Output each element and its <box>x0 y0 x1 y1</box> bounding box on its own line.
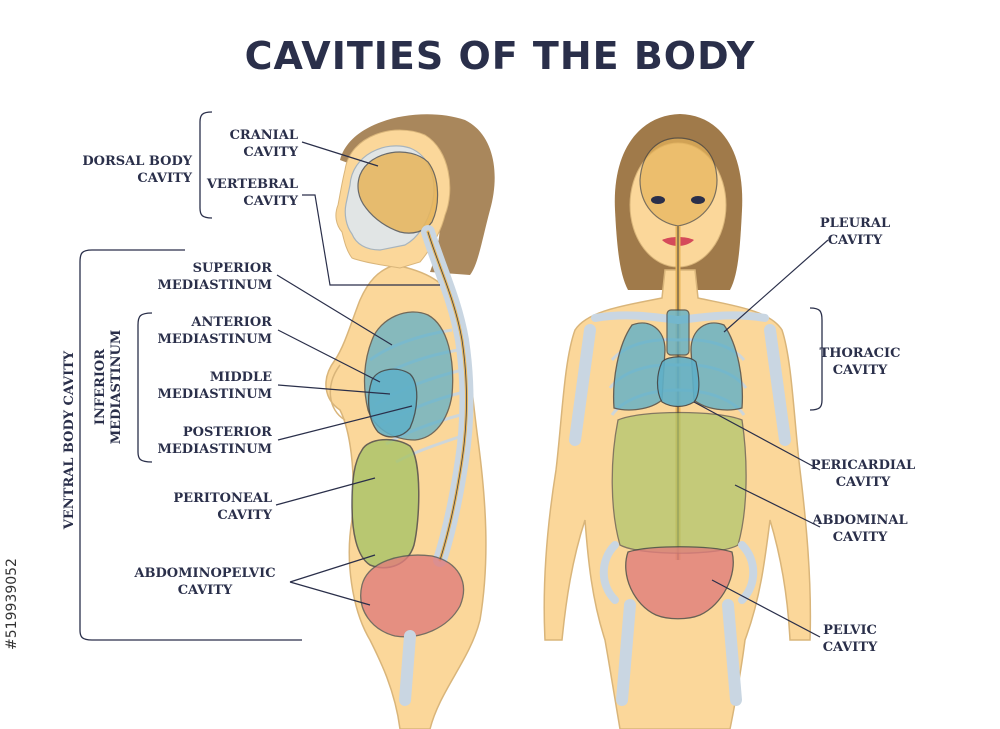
front-eye-left <box>651 196 665 204</box>
side-leg-bone <box>399 630 416 706</box>
label-pericardial-cavity: PERICARDIAL CAVITY <box>810 458 916 490</box>
front-lung-left <box>612 322 666 411</box>
label-cranial-cavity: CRANIAL CAVITY <box>229 128 298 160</box>
front-heart <box>656 356 700 408</box>
label-superior-mediastinum: SUPERIOR MEDIASTINUM <box>157 261 273 293</box>
side-heart <box>367 368 418 438</box>
front-femur-right <box>722 599 742 706</box>
leader-superior <box>276 274 393 346</box>
brackets <box>79 111 823 641</box>
dorsal-bracket <box>199 111 213 219</box>
label-vertebral-cavity: VERTEBRAL CAVITY <box>206 177 298 209</box>
leader-abdominopelvic-2 <box>289 581 371 606</box>
leader-cranial <box>301 141 379 167</box>
label-pelvic-cavity: PELVIC CAVITY <box>822 623 878 655</box>
leader-pleural <box>723 239 829 333</box>
leader-abdominal <box>734 484 821 528</box>
ventral-bracket <box>79 249 302 641</box>
front-arm-bone-right <box>764 324 791 446</box>
leader-vertebral <box>302 194 440 286</box>
label-anterior-mediastinum: ANTERIOR MEDIASTINUM <box>157 315 273 347</box>
leader-peritoneal <box>275 477 376 506</box>
front-eye-right <box>691 196 705 204</box>
side-pelvic-cavity <box>360 554 465 638</box>
stock-id: #519939052 <box>4 558 20 650</box>
front-abdominal-cavity <box>611 411 747 554</box>
label-peritoneal-cavity: PERITONEAL CAVITY <box>173 491 272 523</box>
label-pleural-cavity: PLEURAL CAVITY <box>819 216 891 248</box>
label-dorsal-body-cavity: DORSAL BODY CAVITY <box>82 154 192 186</box>
front-figure <box>543 114 812 729</box>
front-pelvis-bone <box>599 541 758 604</box>
side-peritoneal-cavity <box>351 438 420 569</box>
label-posterior-mediastinum: POSTERIOR MEDIASTINUM <box>157 425 273 457</box>
leader-abdominopelvic-1 <box>289 554 376 583</box>
leader-pelvic <box>711 579 821 638</box>
inferior-bracket <box>137 312 153 463</box>
leader-lines <box>275 141 829 638</box>
page-title: CAVITIES OF THE BODY <box>244 34 756 78</box>
front-femur-left <box>616 599 636 706</box>
label-inferior-mediastinum: INFERIOR MEDIASTINUM <box>93 329 124 445</box>
thoracic-bracket <box>809 307 823 411</box>
front-arm-bone-left <box>569 324 596 446</box>
front-pelvic-cavity <box>625 546 734 620</box>
leader-anterior <box>277 329 381 383</box>
front-lung-right <box>690 322 744 411</box>
label-middle-mediastinum: MIDDLE MEDIASTINUM <box>157 370 273 402</box>
front-superior-mediastinum <box>666 309 690 356</box>
leader-posterior <box>277 405 413 441</box>
leader-middle <box>277 384 391 395</box>
label-abdominopelvic-cavity: ABDOMINOPELVIC CAVITY <box>134 566 276 598</box>
side-spinal-cord-outline <box>427 231 467 561</box>
label-abdominal-cavity: ABDOMINAL CAVITY <box>812 513 908 545</box>
side-figure <box>325 114 495 729</box>
side-breast <box>329 364 346 421</box>
front-cranial-cavity <box>639 137 718 227</box>
label-ventral-body-cavity: VENTRAL BODY CAVITY <box>62 350 77 530</box>
leader-pericardial <box>693 401 821 471</box>
label-thoracic-cavity: THORACIC CAVITY <box>819 346 901 378</box>
